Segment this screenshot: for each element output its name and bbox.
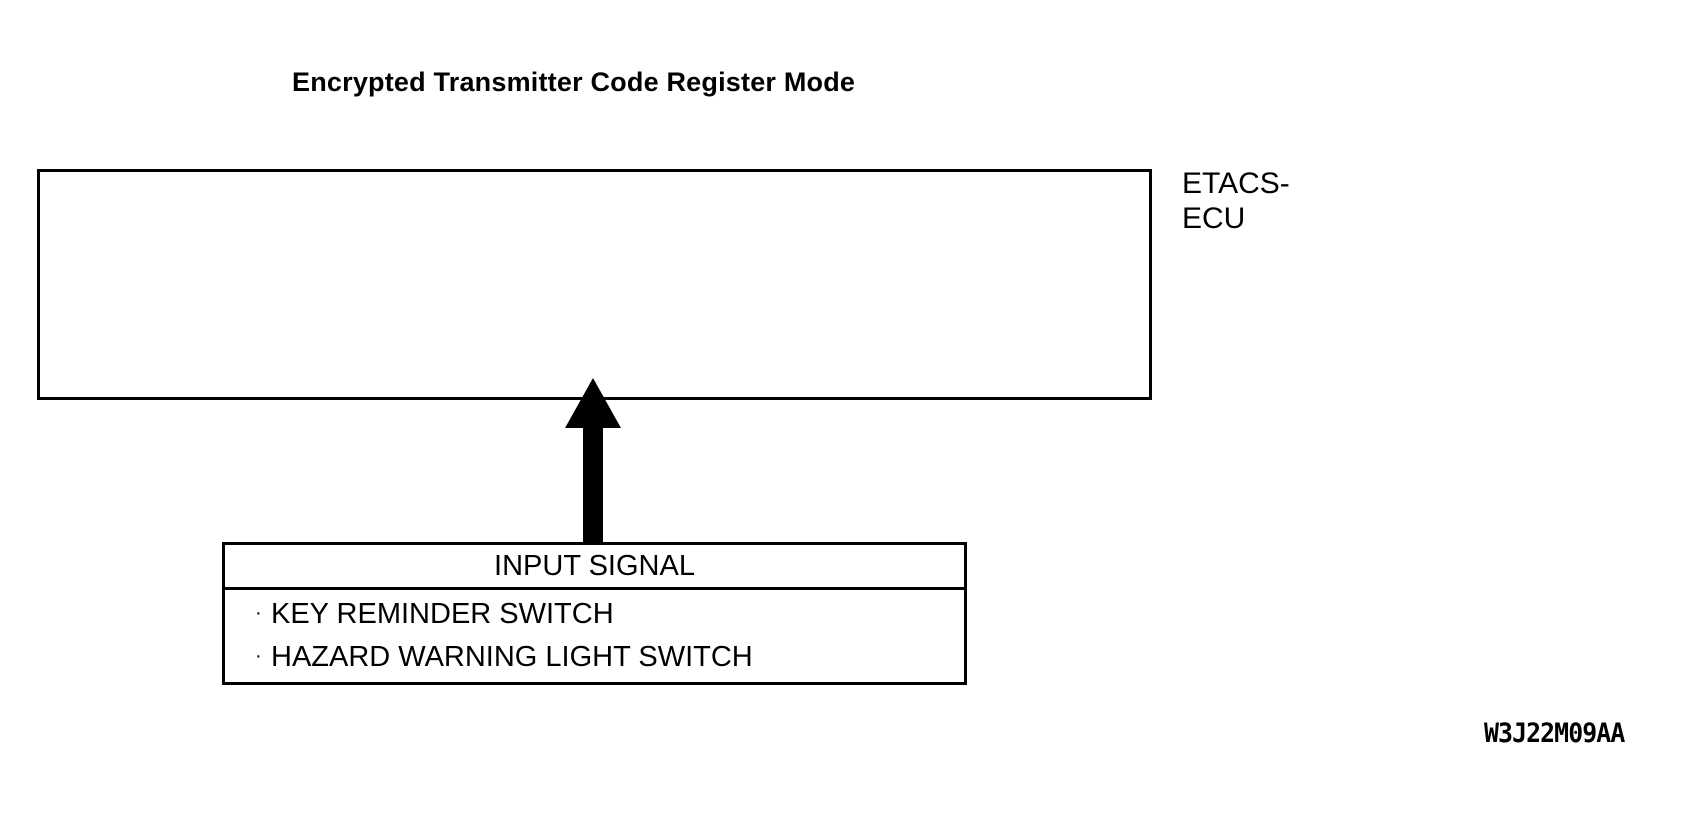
list-item: · HAZARD WARNING LIGHT SWITCH [255,636,964,679]
list-item: · KEY REMINDER SWITCH [255,593,964,636]
bullet-icon: · [255,602,262,624]
bullet-icon: · [255,644,262,667]
input-signal-list: · KEY REMINDER SWITCH · HAZARD WARNING L… [225,590,964,679]
list-item-label: KEY REMINDER SWITCH [271,598,614,630]
etacs-ecu-label-line2: ECU [1182,202,1246,236]
etacs-ecu-label-line1: ETACS- [1182,167,1290,200]
up-arrow-icon [565,378,621,543]
list-item-label: HAZARD WARNING LIGHT SWITCH [271,640,753,673]
etacs-ecu-block [37,169,1152,400]
etacs-ecu-label: ETACS- ECU [1182,166,1290,237]
page-title: Encrypted Transmitter Code Register Mode [292,67,856,97]
input-signal-header: INPUT SIGNAL [225,545,964,590]
input-signal-box: INPUT SIGNAL · KEY REMINDER SWITCH · HAZ… [222,542,967,685]
figure-code: W3J22M09AA [1484,718,1625,749]
